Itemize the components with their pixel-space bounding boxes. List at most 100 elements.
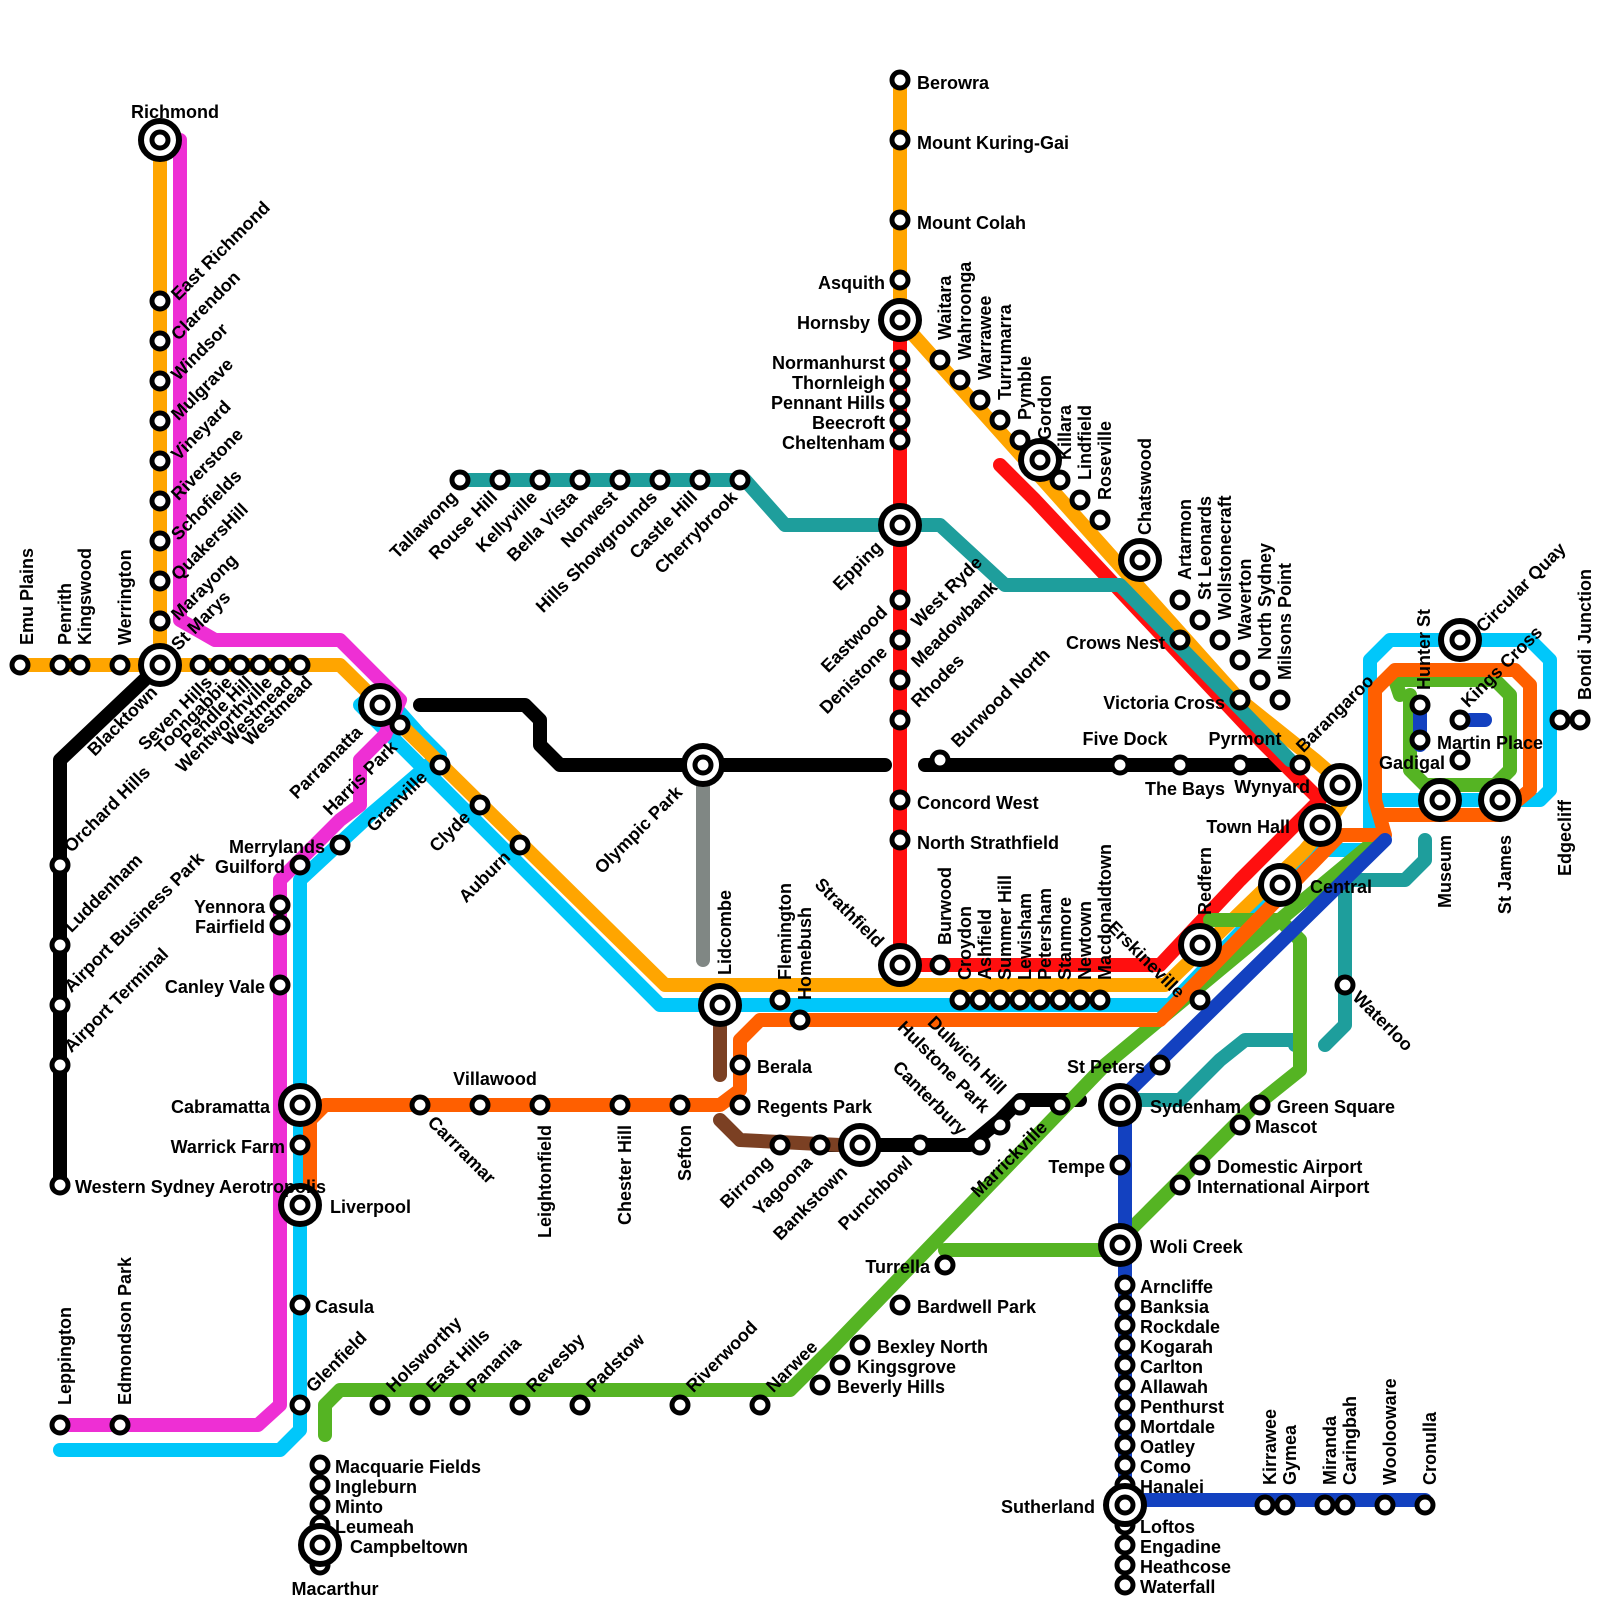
interchange-lidcombe[interactable] bbox=[698, 983, 742, 1027]
station-dot-minto[interactable] bbox=[309, 1494, 331, 1516]
station-dot-mortdale[interactable] bbox=[1114, 1414, 1136, 1436]
station-dot-ashfield[interactable] bbox=[969, 989, 991, 1011]
station-dot-victoria-cross[interactable] bbox=[1229, 689, 1251, 711]
station-dot-quakers-hill[interactable] bbox=[149, 570, 171, 592]
interchange-liverpool[interactable] bbox=[278, 1183, 322, 1227]
station-dot-croydon[interactable] bbox=[949, 989, 971, 1011]
station-dot-beecroft[interactable] bbox=[889, 409, 911, 431]
station-dot-schofields[interactable] bbox=[149, 530, 171, 552]
station-dot-merrylands[interactable] bbox=[329, 834, 351, 856]
station-dot-tempe[interactable] bbox=[1109, 1154, 1131, 1176]
station-dot-bardwell-park[interactable] bbox=[889, 1294, 911, 1316]
station-dot-yennora[interactable] bbox=[269, 894, 291, 916]
station-dot-heathcose[interactable] bbox=[1114, 1554, 1136, 1576]
station-dot-milsons-point[interactable] bbox=[1269, 689, 1291, 711]
station-dot-regents-park[interactable] bbox=[729, 1094, 751, 1116]
interchange-central[interactable] bbox=[1258, 863, 1302, 907]
interchange-museum[interactable] bbox=[1418, 778, 1462, 822]
station-dot-guilford[interactable] bbox=[289, 854, 311, 876]
station-dot-punchbowl[interactable] bbox=[909, 1134, 931, 1156]
station-dot-wollstonecraft[interactable] bbox=[1209, 629, 1231, 651]
station-dot-windsor[interactable] bbox=[149, 370, 171, 392]
station-dot-lewisham[interactable] bbox=[1009, 989, 1031, 1011]
station-dot-the-bays[interactable] bbox=[1169, 754, 1191, 776]
station-dot-kings-cross[interactable] bbox=[1449, 709, 1471, 731]
station-dot-panania[interactable] bbox=[449, 1394, 471, 1416]
station-dot-eastwood[interactable] bbox=[889, 589, 911, 611]
station-dot-martin-place[interactable] bbox=[1409, 729, 1431, 751]
station-dot-lindfield[interactable] bbox=[1069, 489, 1091, 511]
station-dot-st-leonards[interactable] bbox=[1189, 609, 1211, 631]
interchange-parramatta[interactable] bbox=[358, 683, 402, 727]
station-dot-engadine[interactable] bbox=[1114, 1534, 1136, 1556]
station-dot-mount-colah[interactable] bbox=[889, 209, 911, 231]
station-dot-caringbah[interactable] bbox=[1334, 1494, 1356, 1516]
station-dot-tallawong[interactable] bbox=[449, 469, 471, 491]
station-dot-ingleburn[interactable] bbox=[309, 1474, 331, 1496]
station-dot-como[interactable] bbox=[1114, 1454, 1136, 1476]
station-dot-clyde[interactable] bbox=[469, 794, 491, 816]
station-dot-cronulla[interactable] bbox=[1414, 1494, 1436, 1516]
station-dot-rockdale[interactable] bbox=[1114, 1314, 1136, 1336]
station-dot-castle-hill[interactable] bbox=[689, 469, 711, 491]
station-dot-st-peters[interactable] bbox=[1149, 1054, 1171, 1076]
station-dot-miranda[interactable] bbox=[1314, 1494, 1336, 1516]
station-dot-artarmon[interactable] bbox=[1169, 589, 1191, 611]
station-dot-pyrmont[interactable] bbox=[1229, 754, 1251, 776]
station-dot-erskineville[interactable] bbox=[1189, 989, 1211, 1011]
station-dot-thornleigh[interactable] bbox=[889, 369, 911, 391]
station-dot-westmead[interactable] bbox=[269, 654, 291, 676]
interchange-blacktown[interactable] bbox=[138, 643, 182, 687]
interchange-campbeltown[interactable] bbox=[298, 1523, 342, 1567]
station-dot-homebush[interactable] bbox=[789, 1009, 811, 1031]
station-dot-norwest[interactable] bbox=[609, 469, 631, 491]
station-dot-airport-terminal[interactable] bbox=[49, 1054, 71, 1076]
station-dot-mascot[interactable] bbox=[1229, 1114, 1251, 1136]
station-dot-glenfield[interactable] bbox=[289, 1394, 311, 1416]
interchange-sutherland[interactable] bbox=[1103, 1483, 1147, 1527]
station-dot-pendle-hill[interactable] bbox=[229, 654, 251, 676]
station-dot-granville[interactable] bbox=[429, 754, 451, 776]
station-dot-berowra[interactable] bbox=[889, 69, 911, 91]
station-dot-wentworthville[interactable] bbox=[249, 654, 271, 676]
station-dot-bella-vista[interactable] bbox=[569, 469, 591, 491]
station-dot-revesby[interactable] bbox=[509, 1394, 531, 1416]
station-dot-st-marys[interactable] bbox=[149, 610, 171, 632]
interchange-sydenham[interactable] bbox=[1098, 1083, 1142, 1127]
station-dot-banksia[interactable] bbox=[1114, 1294, 1136, 1316]
station-dot-canterbury[interactable] bbox=[969, 1134, 991, 1156]
station-dot-narwee[interactable] bbox=[749, 1394, 771, 1416]
station-dot-barangaroo[interactable] bbox=[1289, 754, 1311, 776]
station-dot-kogarah[interactable] bbox=[1114, 1334, 1136, 1356]
station-dot-warrick-farm[interactable] bbox=[289, 1134, 311, 1156]
station-dot-north-sydney[interactable] bbox=[1249, 669, 1271, 691]
station-dot-concord-west[interactable] bbox=[889, 789, 911, 811]
station-dot-yagoona[interactable] bbox=[809, 1134, 831, 1156]
station-dot-riverwood[interactable] bbox=[669, 1394, 691, 1416]
station-dot-mount-kuring-gai[interactable] bbox=[889, 129, 911, 151]
station-dot-vineyard[interactable] bbox=[149, 450, 171, 472]
station-dot-wsa[interactable] bbox=[49, 1174, 71, 1196]
interchange-redfern[interactable] bbox=[1178, 923, 1222, 967]
station-dot-emu-plains[interactable] bbox=[9, 654, 31, 676]
station-dot-pennant-hills[interactable] bbox=[889, 389, 911, 411]
interchange-woli-creek[interactable] bbox=[1098, 1223, 1142, 1267]
station-dot-luddenham[interactable] bbox=[49, 934, 71, 956]
station-dot-beverly-hills[interactable] bbox=[809, 1374, 831, 1396]
station-dot-roseville[interactable] bbox=[1089, 509, 1111, 531]
station-dot-north-strathfield[interactable] bbox=[889, 829, 911, 851]
interchange-strathfield[interactable] bbox=[878, 943, 922, 987]
station-dot-edmondson-park[interactable] bbox=[109, 1414, 131, 1436]
station-dot-burwood[interactable] bbox=[929, 954, 951, 976]
station-dot-marrickville[interactable] bbox=[1049, 1094, 1071, 1116]
station-dot-westmead[interactable] bbox=[289, 654, 311, 676]
station-dot-werrington[interactable] bbox=[109, 654, 131, 676]
station-dot-sefton[interactable] bbox=[669, 1094, 691, 1116]
station-dot-seven-hills[interactable] bbox=[189, 654, 211, 676]
station-dot-riverstone[interactable] bbox=[149, 490, 171, 512]
station-dot-clarendon[interactable] bbox=[149, 330, 171, 352]
station-dot-kingsgrove[interactable] bbox=[829, 1354, 851, 1376]
interchange-st-james[interactable] bbox=[1478, 778, 1522, 822]
station-dot-edgecliff[interactable] bbox=[1549, 709, 1571, 731]
station-dot-waterloo[interactable] bbox=[1334, 974, 1356, 996]
